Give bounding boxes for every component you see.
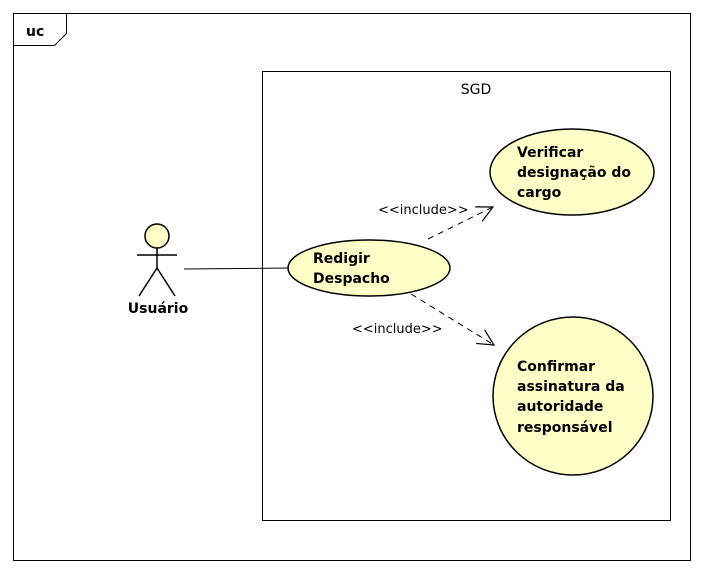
usecase-label: Redigir Despacho xyxy=(313,251,390,287)
actor-usuario: Usuário xyxy=(128,223,189,317)
actor-right-leg xyxy=(156,267,176,297)
usecase-redigir-despacho: Redigir Despacho xyxy=(287,239,451,297)
include-relation-verificar: <<include>> xyxy=(378,203,495,240)
usecase-confirmar-assinatura: Confirmar assinatura da autoridade respo… xyxy=(492,316,654,476)
include-arrow xyxy=(427,206,495,240)
actor-head xyxy=(144,223,170,249)
include-arrow xyxy=(410,293,496,346)
include-label: <<include>> xyxy=(352,322,443,337)
actor-name: Usuário xyxy=(128,301,189,317)
frame-label: uc xyxy=(26,24,44,40)
actor-left-leg xyxy=(138,267,158,297)
usecase-label: Confirmar assinatura da autoridade respo… xyxy=(517,359,630,436)
usecase-label: Verificar designação do cargo xyxy=(517,145,636,201)
include-label: <<include>> xyxy=(378,203,469,218)
system-name: SGD xyxy=(461,82,492,98)
include-relation-confirmar: <<include>> xyxy=(352,293,496,346)
association-line xyxy=(183,267,290,270)
usecase-verificar-designacao: Verificar designação do cargo xyxy=(489,128,655,216)
